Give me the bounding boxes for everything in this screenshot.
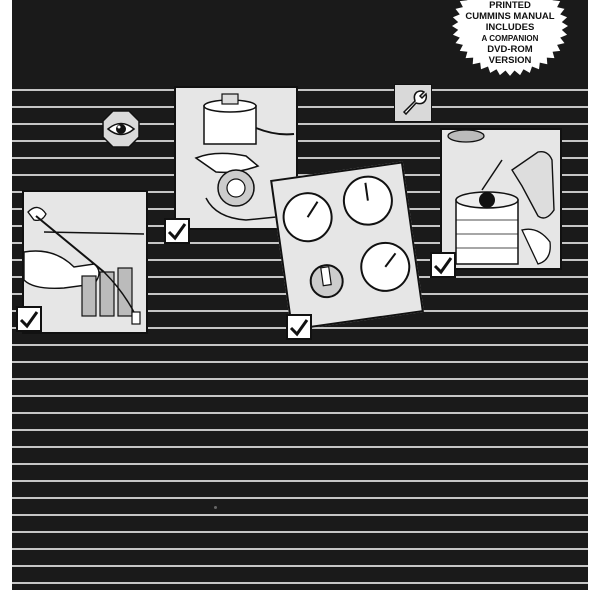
dipstick-checkmark-icon: [16, 306, 42, 332]
coolant-checkmark-icon: [164, 218, 190, 244]
seal-line-1: PRINTED: [489, 0, 531, 11]
seal-line-4: A COMPANION: [481, 34, 539, 43]
seal-line-6: VERSION: [488, 55, 532, 66]
gauges-check-illustration: [270, 161, 424, 331]
seal-line-5: DVD-ROM: [487, 44, 533, 55]
speck: [214, 506, 217, 509]
seal-text: PRINTED CUMMINS MANUAL INCLUDES A COMPAN…: [458, 0, 562, 66]
eye-icon: [102, 110, 140, 148]
seal-starburst: [452, 0, 568, 76]
dipstick-check-illustration: [22, 190, 148, 334]
oil-filter-checkmark-icon: [430, 252, 456, 278]
oil-filter-check-illustration: [440, 128, 562, 270]
seal-line-2: CUMMINS MANUAL: [465, 11, 555, 22]
wrench-icon: [394, 84, 432, 122]
manual-cover: [12, 0, 588, 590]
seal-line-3: INCLUDES: [485, 22, 535, 33]
gauges-checkmark-icon: [286, 314, 312, 340]
dvd-rom-seal: [452, 0, 568, 76]
